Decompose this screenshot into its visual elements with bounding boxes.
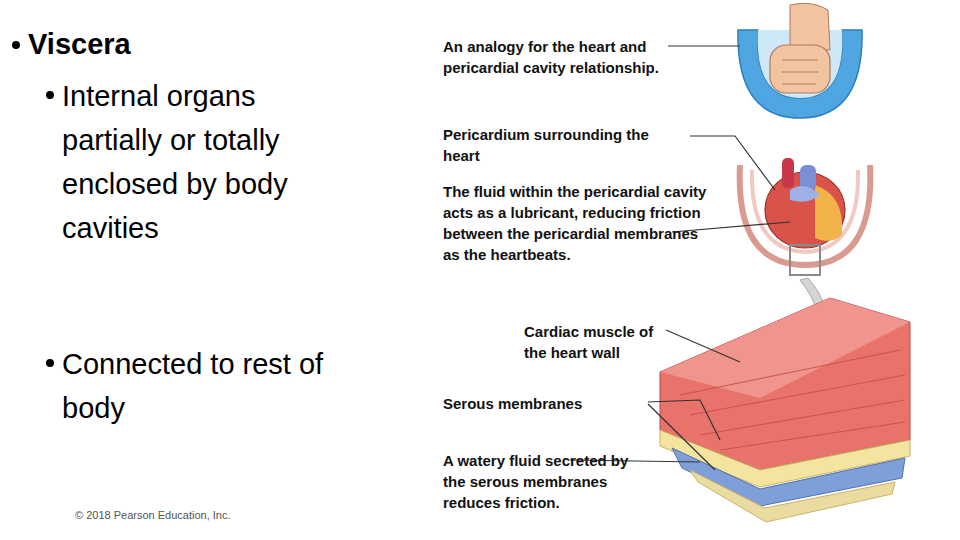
callout-text: Pericardium surrounding the heart (443, 124, 688, 166)
fist-knuckles (782, 60, 818, 84)
wrist (790, 3, 830, 50)
callout-text: A watery fluid secreted by the serous me… (443, 450, 633, 513)
serous-layer (690, 470, 895, 522)
zoom-box (790, 245, 820, 275)
leader-line (666, 330, 740, 362)
leader-line (690, 136, 775, 190)
bullet-heading: Viscera (28, 24, 328, 64)
muscle-top (660, 298, 910, 398)
leader-line (648, 400, 720, 440)
bullet-text: Connected to rest of body (62, 342, 362, 430)
copyright-note: © 2018 Pearson Education, Inc. (75, 508, 275, 522)
bullet (46, 91, 54, 99)
leader-line (668, 45, 740, 46)
fist (770, 45, 830, 93)
callout-text: Serous membranes (443, 393, 653, 414)
cardiac-muscle (660, 298, 910, 470)
aorta (782, 158, 794, 188)
pericardium-outer (740, 165, 871, 265)
callout-text: An analogy for the heart and pericardial… (443, 36, 668, 78)
callout-text: The fluid within the pericardial cavity … (443, 181, 711, 265)
vessel (790, 186, 820, 202)
bullet (46, 359, 54, 367)
bullet (12, 41, 20, 49)
leader-line (648, 404, 715, 470)
callout-text: Cardiac muscle of the heart wall (524, 321, 674, 363)
muscle-fibers (680, 350, 905, 450)
bullet-text: Internal organs partially or totally enc… (62, 74, 317, 250)
heart-fat (815, 185, 842, 241)
